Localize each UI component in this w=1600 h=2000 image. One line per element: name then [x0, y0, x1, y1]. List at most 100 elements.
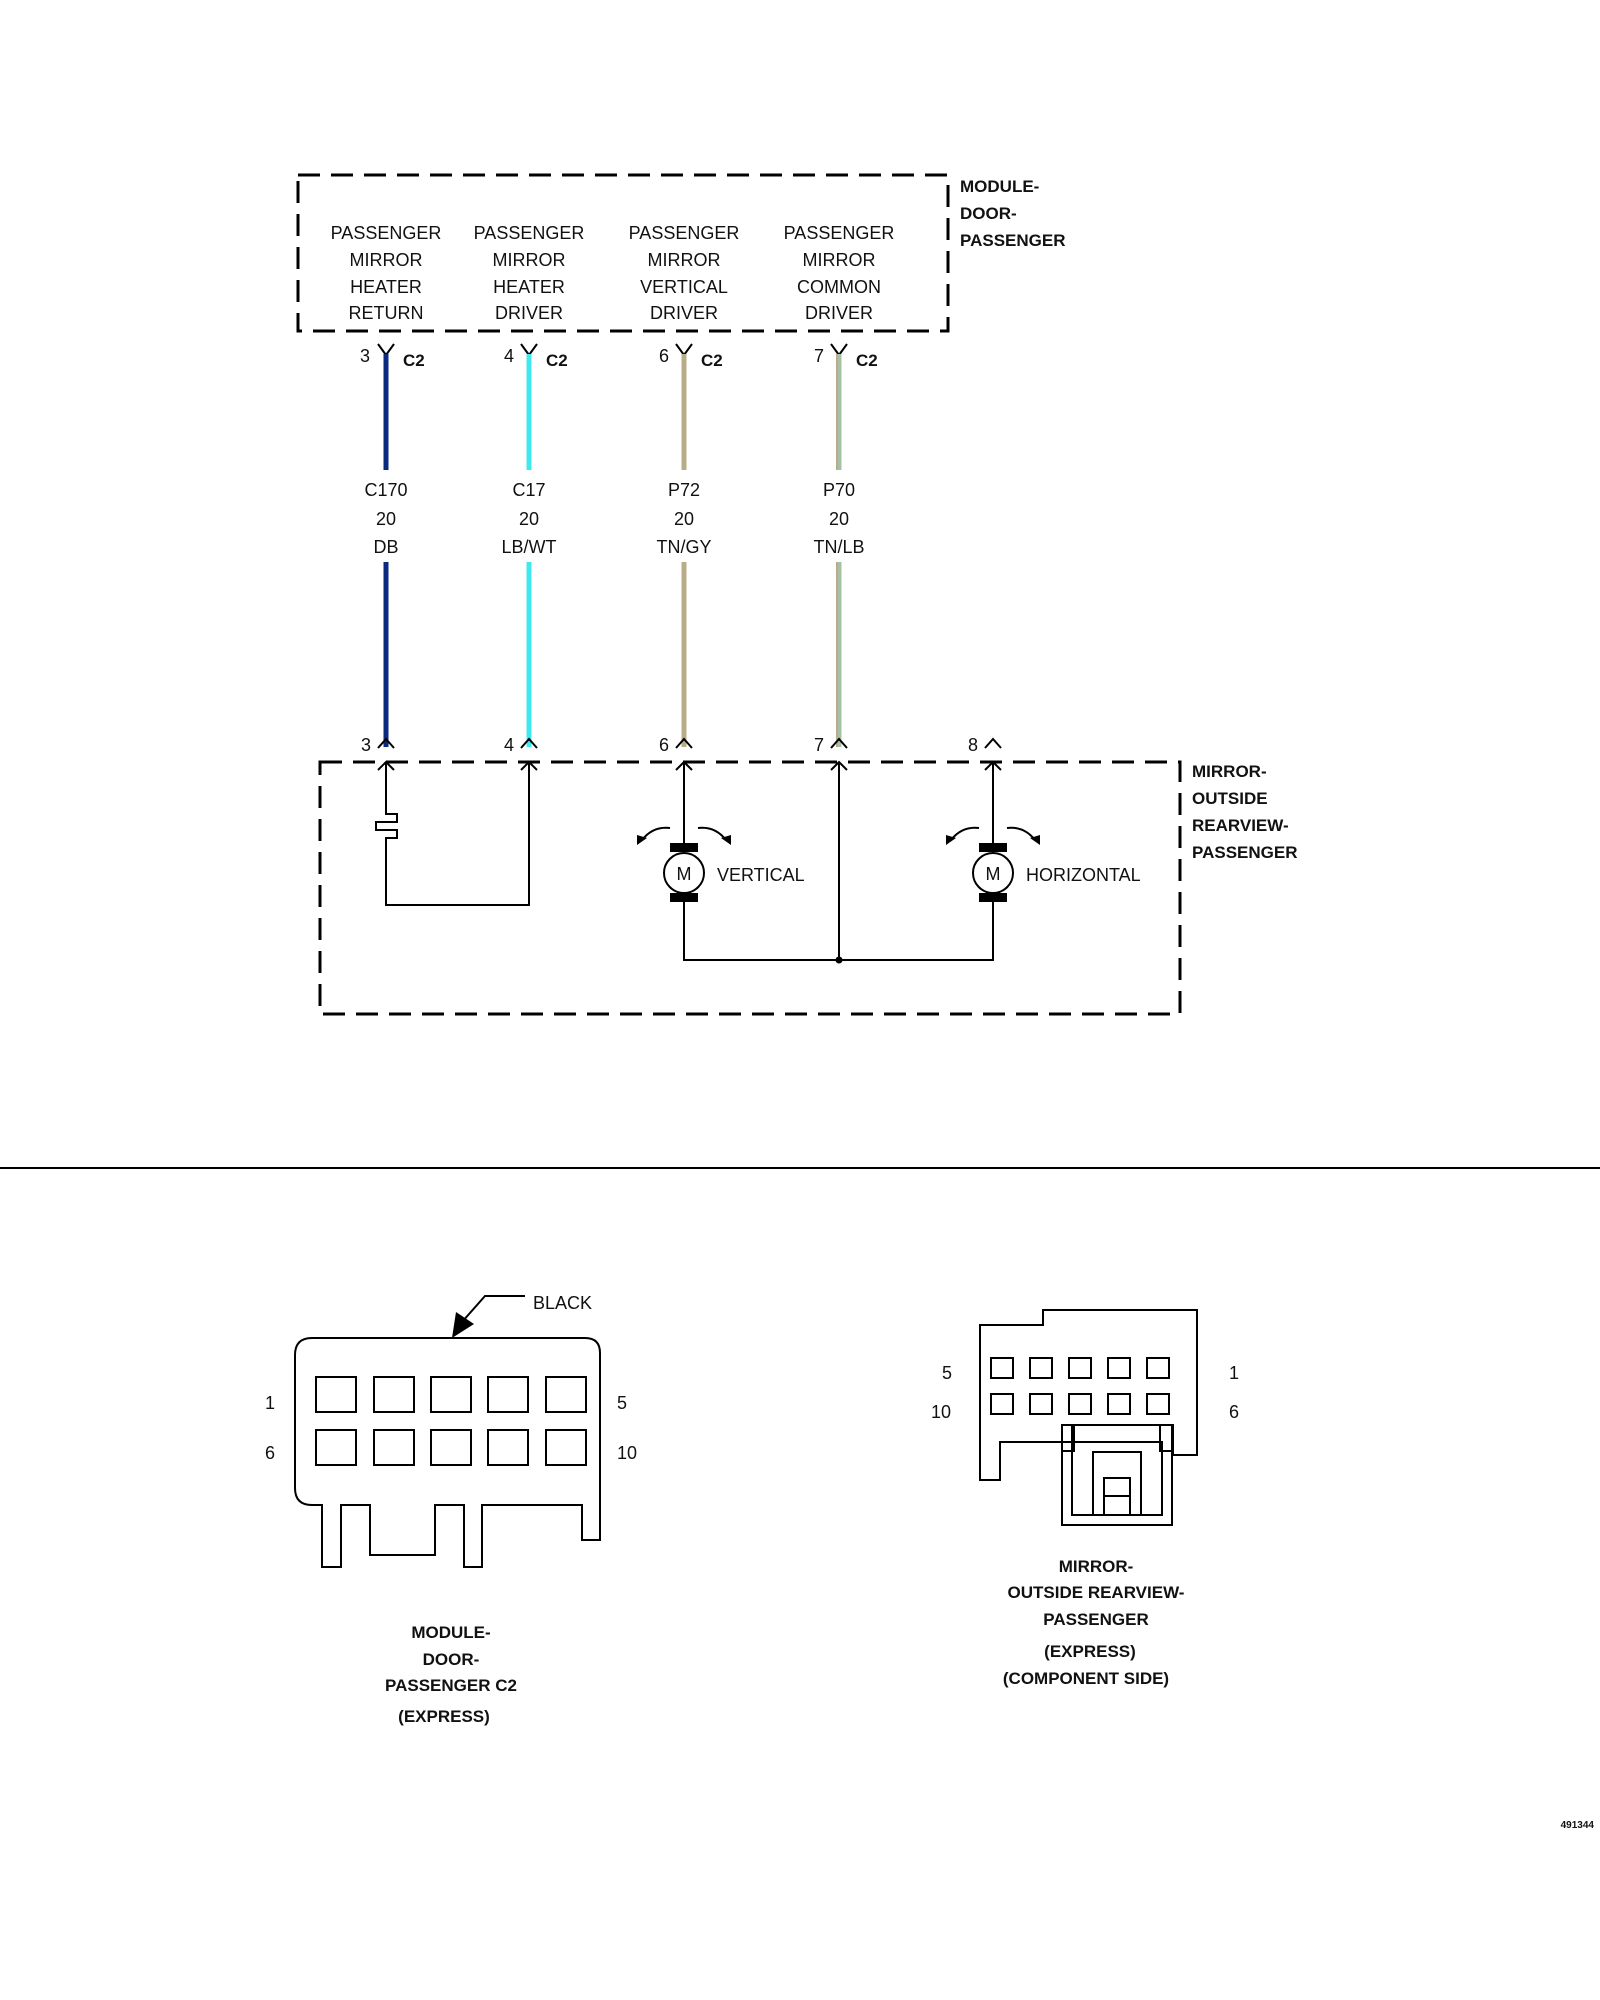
svg-text:C170: C170: [364, 480, 407, 500]
svg-text:COMMON: COMMON: [797, 277, 881, 297]
svg-text:HEATER: HEATER: [493, 277, 565, 297]
svg-text:TN/LB: TN/LB: [813, 537, 864, 557]
mirror-pin-terminal: [984, 737, 1002, 749]
mirror-pin-number: 3: [361, 735, 371, 755]
connector-mirror-view: 5 1 10 6 MIRROR- OUTSIDE REARVIEW- PASSE…: [931, 1309, 1239, 1688]
svg-text:C17: C17: [512, 480, 545, 500]
motor-brush-top: [670, 843, 698, 852]
wire-spec-label: C17 20 LB/WT: [501, 480, 556, 557]
motor-brush-bottom: [670, 893, 698, 902]
module-pin-number: 4: [504, 346, 514, 366]
svg-text:20: 20: [674, 509, 694, 529]
svg-text:TN/GY: TN/GY: [656, 537, 711, 557]
motor-brush-bottom: [979, 893, 1007, 902]
svg-text:MIRROR: MIRROR: [350, 250, 423, 270]
connector-mirror-caption: MIRROR- OUTSIDE REARVIEW- PASSENGER (EXP…: [1003, 1557, 1185, 1688]
pin-label-bottom-left: 10: [931, 1402, 951, 1422]
connector-c2-view: 1 5 6 10 BLACK MODULE- DOOR- PASSENGER C…: [265, 1293, 637, 1726]
svg-text:M: M: [677, 864, 692, 884]
module-connector-label: C2: [403, 351, 425, 370]
mirror-name-label: MIRROR- OUTSIDE REARVIEW- PASSENGER: [1192, 762, 1298, 862]
svg-text:PASSENGER: PASSENGER: [474, 223, 585, 243]
mirror-pin-terminal: [830, 737, 848, 749]
module-pin-number: 3: [360, 346, 370, 366]
svg-text:MODULE-: MODULE-: [411, 1623, 490, 1642]
module-connector-label: C2: [701, 351, 723, 370]
module-pin-terminal: [675, 343, 693, 357]
svg-text:MIRROR: MIRROR: [803, 250, 876, 270]
svg-text:RETURN: RETURN: [349, 303, 424, 323]
mirror-pin-terminal: [377, 737, 395, 749]
svg-text:MIRROR-: MIRROR-: [1192, 762, 1267, 781]
module-pin-number: 6: [659, 346, 669, 366]
wire-spec-label: P72 20 TN/GY: [656, 480, 711, 557]
svg-text:PASSENGER: PASSENGER: [960, 231, 1066, 250]
pin-label-bottom-left: 6: [265, 1443, 275, 1463]
svg-text:(EXPRESS): (EXPRESS): [1044, 1642, 1136, 1661]
motor-horizontal-label: HORIZONTAL: [1026, 865, 1141, 885]
pin-label-top-left: 5: [942, 1363, 952, 1383]
svg-text:P70: P70: [823, 480, 855, 500]
svg-text:OUTSIDE REARVIEW-: OUTSIDE REARVIEW-: [1008, 1583, 1185, 1602]
circuit-function-label: PASSENGER MIRROR HEATER RETURN: [331, 223, 442, 323]
svg-text:VERTICAL: VERTICAL: [640, 277, 728, 297]
svg-text:20: 20: [519, 509, 539, 529]
connector-lock-latch: [1061, 1424, 1173, 1526]
mirror-pin-terminal: [520, 737, 538, 749]
mirror-pin-number: 4: [504, 735, 514, 755]
module-pin-terminal: [377, 343, 395, 357]
svg-text:(EXPRESS): (EXPRESS): [398, 1707, 490, 1726]
mirror-pin-terminal: [675, 737, 693, 749]
motor-vertical-label: VERTICAL: [717, 865, 805, 885]
wire-spec-label: C170 20 DB: [364, 480, 407, 557]
module-pin-number: 7: [814, 346, 824, 366]
svg-text:PASSENGER: PASSENGER: [331, 223, 442, 243]
module-name-label: MODULE- DOOR- PASSENGER: [960, 177, 1066, 250]
connector-pin-cavities: [990, 1357, 1170, 1415]
svg-text:REARVIEW-: REARVIEW-: [1192, 816, 1289, 835]
circuit-heater-driver: PASSENGER MIRROR HEATER DRIVER 4 C2 C17 …: [474, 223, 585, 747]
connector-outline: [294, 1337, 601, 1568]
svg-text:DOOR-: DOOR-: [423, 1650, 480, 1669]
svg-text:20: 20: [829, 509, 849, 529]
heater-circuit-path: [375, 762, 530, 906]
svg-text:DB: DB: [373, 537, 398, 557]
motor-brush-top: [979, 843, 1007, 852]
svg-text:P72: P72: [668, 480, 700, 500]
mirror-pin-number: 6: [659, 735, 669, 755]
color-callout-arrow-icon: [461, 1295, 525, 1323]
mirror-pin-number: 8: [968, 735, 978, 755]
svg-text:DOOR-: DOOR-: [960, 204, 1017, 223]
pin-label-bottom-right: 10: [617, 1443, 637, 1463]
svg-text:M: M: [986, 864, 1001, 884]
horizontal-motor: M HORIZONTAL: [946, 760, 1141, 902]
module-pin-terminal: [520, 343, 538, 357]
figure-id-label: 491344: [1561, 1820, 1595, 1831]
svg-text:PASSENGER: PASSENGER: [1043, 1610, 1149, 1629]
connector-color-label: BLACK: [533, 1293, 592, 1313]
svg-text:MIRROR: MIRROR: [493, 250, 566, 270]
module-door-passenger-box: [296, 173, 950, 333]
svg-text:DRIVER: DRIVER: [805, 303, 873, 323]
mirror-pin-row: 3 4 6 7 8: [361, 735, 1002, 755]
wire-spec-label: P70 20 TN/LB: [813, 480, 864, 557]
connector-pin-cavities: [315, 1376, 587, 1466]
svg-text:PASSENGER: PASSENGER: [1192, 843, 1298, 862]
pin-label-top-right: 1: [1229, 1363, 1239, 1383]
svg-text:DRIVER: DRIVER: [650, 303, 718, 323]
vertical-motor: M VERTICAL: [637, 760, 805, 902]
svg-text:MIRROR-: MIRROR-: [1059, 1557, 1134, 1576]
circuit-vertical-driver: PASSENGER MIRROR VERTICAL DRIVER 6 C2 P7…: [629, 223, 740, 747]
svg-text:MODULE-: MODULE-: [960, 177, 1039, 196]
svg-text:(COMPONENT SIDE): (COMPONENT SIDE): [1003, 1669, 1169, 1688]
svg-text:PASSENGER C2: PASSENGER C2: [385, 1676, 517, 1695]
circuit-function-label: PASSENGER MIRROR VERTICAL DRIVER: [629, 223, 740, 323]
circuit-common-driver: PASSENGER MIRROR COMMON DRIVER 7 C2 P70 …: [784, 223, 895, 747]
pin-label-top-right: 5: [617, 1393, 627, 1413]
splice-dot: [835, 956, 843, 964]
circuit-function-label: PASSENGER MIRROR COMMON DRIVER: [784, 223, 895, 323]
svg-text:PASSENGER: PASSENGER: [629, 223, 740, 243]
mirror-heater-element: [375, 760, 538, 906]
svg-text:OUTSIDE: OUTSIDE: [1192, 789, 1268, 808]
